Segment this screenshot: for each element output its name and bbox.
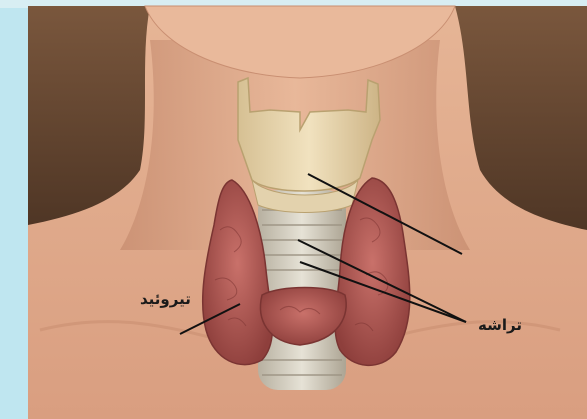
thyroid-label: تیروئید	[140, 290, 191, 308]
trachea-label: تراشه	[478, 316, 522, 334]
frame-left-accent	[0, 0, 28, 419]
